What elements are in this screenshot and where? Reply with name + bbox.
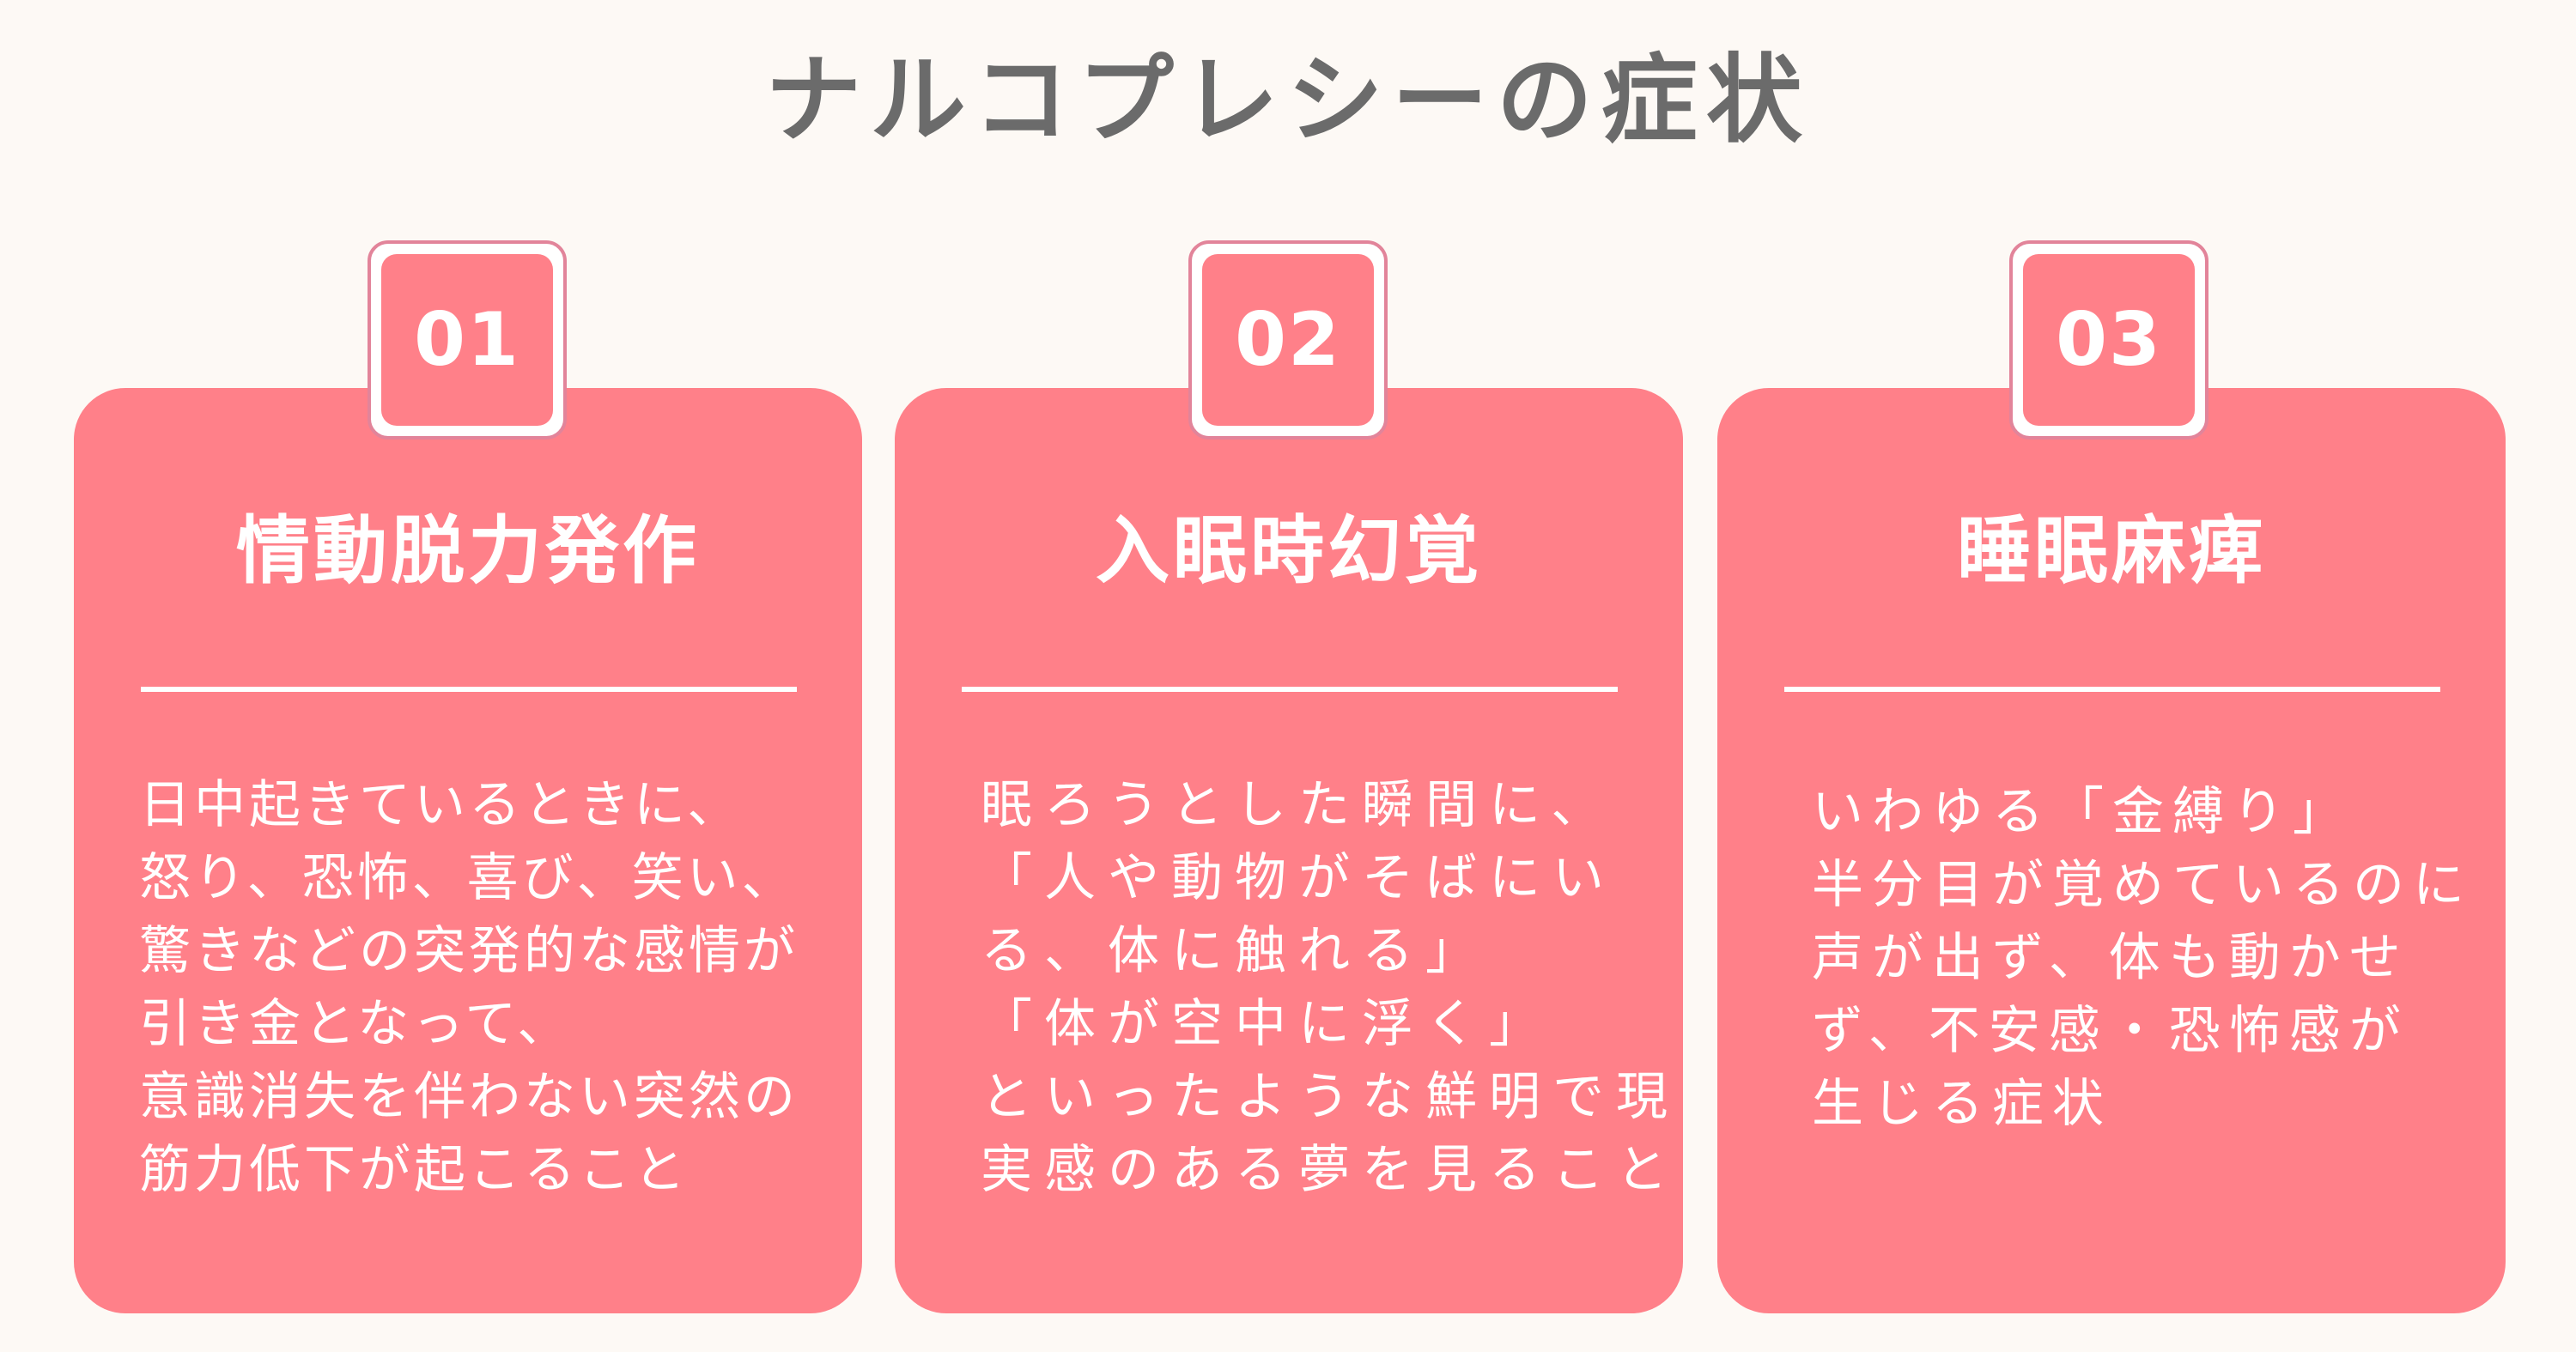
card-number-tab-01: 01 [368,240,567,440]
card-description: 眠ろうとした瞬間に、 「人や動物がそばにい る、体に触れる」 「体が空中に浮く」… [981,775,1680,1200]
card-description: いわゆる「金縛り」 半分目が覚めているのに 声が出ず、体も動かせ ず、不安感・恐… [1812,782,2473,1134]
card-number: 02 [1202,254,1374,426]
card-divider [962,687,1618,692]
symptom-card-cataplexy: 情動脱力発作 日中起きているときに、 怒り、恐怖、喜び、笑い、 驚きなどの突発的… [74,388,862,1313]
card-number: 01 [381,254,553,426]
card-title: 睡眠麻痺 [1957,508,2266,594]
card-divider [141,687,797,692]
page-title: ナルコプレシーの症状 [765,45,1811,156]
card-number-tab-02: 02 [1188,240,1388,440]
card-title: 情動脱力発作 [236,508,700,594]
symptom-card-hypnagogic-hallucination: 入眠時幻覚 眠ろうとした瞬間に、 「人や動物がそばにい る、体に触れる」 「体が… [895,388,1683,1313]
card-description: 日中起きているときに、 怒り、恐怖、喜び、笑い、 驚きなどの突発的な感情が 引き… [139,775,799,1200]
card-title: 入眠時幻覚 [1096,508,1482,594]
card-number-tab-03: 03 [2009,240,2208,440]
symptom-card-sleep-paralysis: 睡眠麻痺 いわゆる「金縛り」 半分目が覚めているのに 声が出ず、体も動かせ ず、… [1717,388,2506,1313]
card-divider [1784,687,2440,692]
card-number: 03 [2023,254,2195,426]
